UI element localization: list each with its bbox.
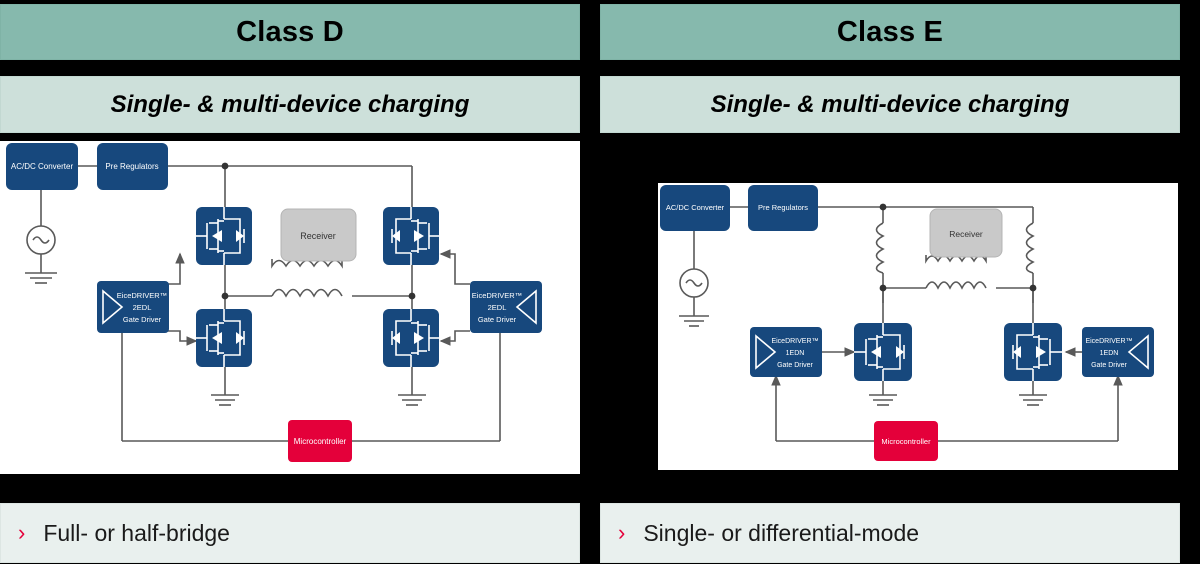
choke-inductor-right bbox=[1025, 222, 1035, 274]
ac-source-symbol bbox=[26, 225, 56, 255]
svg-text:Microcontroller: Microcontroller bbox=[294, 437, 347, 446]
svg-text:Gate Driver: Gate Driver bbox=[1091, 362, 1127, 369]
class-e-diagram-panel: Receiver bbox=[658, 183, 1178, 470]
class-d-header: Class D bbox=[0, 4, 580, 60]
svg-text:Pre Regulators: Pre Regulators bbox=[105, 162, 158, 171]
choke-inductor-left bbox=[875, 222, 885, 274]
class-e-caption-bar: › Single- or differential-mode bbox=[600, 503, 1180, 563]
class-e-subtitle-text: Single- & multi-device charging bbox=[710, 90, 1070, 118]
class-d-diagram-panel: Receiver bbox=[0, 141, 580, 474]
svg-text:2EDL: 2EDL bbox=[133, 303, 152, 312]
pre-regulators-block: Pre Regulators bbox=[748, 185, 818, 231]
gate-driver-right-block: EiceDRIVER™ 1EDN Gate Driver bbox=[1082, 327, 1154, 377]
svg-text:Pre Regulators: Pre Regulators bbox=[758, 203, 808, 212]
microcontroller-block: Microcontroller bbox=[288, 420, 352, 462]
coupled-coil bbox=[271, 259, 343, 298]
mosfet-left bbox=[854, 323, 912, 381]
mosfet-right bbox=[1004, 323, 1062, 381]
svg-text:EiceDRIVER™: EiceDRIVER™ bbox=[771, 338, 818, 345]
ac-dc-converter-block: AC/DC Converter bbox=[660, 185, 730, 231]
svg-text:Gate Driver: Gate Driver bbox=[777, 362, 813, 369]
svg-text:EiceDRIVER™: EiceDRIVER™ bbox=[1085, 338, 1132, 345]
microcontroller-block: Microcontroller bbox=[874, 421, 938, 461]
class-e-header-title: Class E bbox=[836, 15, 944, 48]
svg-text:Receiver: Receiver bbox=[300, 231, 336, 241]
class-d-caption-text: Full- or half-bridge bbox=[43, 519, 230, 546]
receiver-block: Receiver bbox=[280, 208, 357, 262]
class-e-column: Class E Single- & multi-device charging bbox=[600, 0, 1180, 564]
svg-text:1EDN: 1EDN bbox=[786, 350, 805, 357]
svg-text:Gate Driver: Gate Driver bbox=[123, 315, 162, 324]
svg-text:EiceDRIVER™: EiceDRIVER™ bbox=[117, 291, 167, 300]
class-d-column: Class D Single- & multi-device charging bbox=[0, 0, 580, 564]
svg-text:AC/DC Converter: AC/DC Converter bbox=[666, 203, 725, 212]
chevron-right-icon: › bbox=[618, 520, 626, 545]
class-e-caption-text: Single- or differential-mode bbox=[643, 519, 920, 546]
class-e-header: Class E bbox=[600, 4, 1180, 60]
class-d-header-title: Class D bbox=[236, 15, 344, 48]
coupled-coil bbox=[925, 255, 987, 290]
gate-driver-left-block: EiceDRIVER™ 1EDN Gate Driver bbox=[750, 327, 822, 377]
svg-text:Gate Driver: Gate Driver bbox=[478, 315, 517, 324]
class-d-subtitle-text: Single- & multi-device charging bbox=[110, 90, 470, 118]
svg-text:2EDL: 2EDL bbox=[488, 303, 507, 312]
ac-dc-converter-block: AC/DC Converter bbox=[6, 143, 78, 190]
mosfet-group bbox=[196, 207, 439, 367]
svg-text:Microcontroller: Microcontroller bbox=[881, 437, 931, 446]
class-d-caption-bar: › Full- or half-bridge bbox=[0, 503, 580, 563]
svg-text:1EDN: 1EDN bbox=[1100, 350, 1119, 357]
gate-driver-left-block: EiceDRIVER™ 2EDL Gate Driver bbox=[97, 281, 169, 333]
svg-text:EiceDRIVER™: EiceDRIVER™ bbox=[472, 291, 522, 300]
class-d-subtitle-bar: Single- & multi-device charging bbox=[0, 76, 580, 133]
svg-text:AC/DC Converter: AC/DC Converter bbox=[11, 162, 74, 171]
class-e-subtitle-bar: Single- & multi-device charging bbox=[600, 76, 1180, 133]
ac-source-symbol bbox=[679, 268, 709, 298]
pre-regulators-block: Pre Regulators bbox=[97, 143, 168, 190]
gate-driver-right-block: EiceDRIVER™ 2EDL Gate Driver bbox=[470, 281, 542, 333]
receiver-block: Receiver bbox=[929, 208, 1003, 258]
chevron-right-icon: › bbox=[18, 520, 26, 545]
svg-text:Receiver: Receiver bbox=[949, 229, 983, 239]
